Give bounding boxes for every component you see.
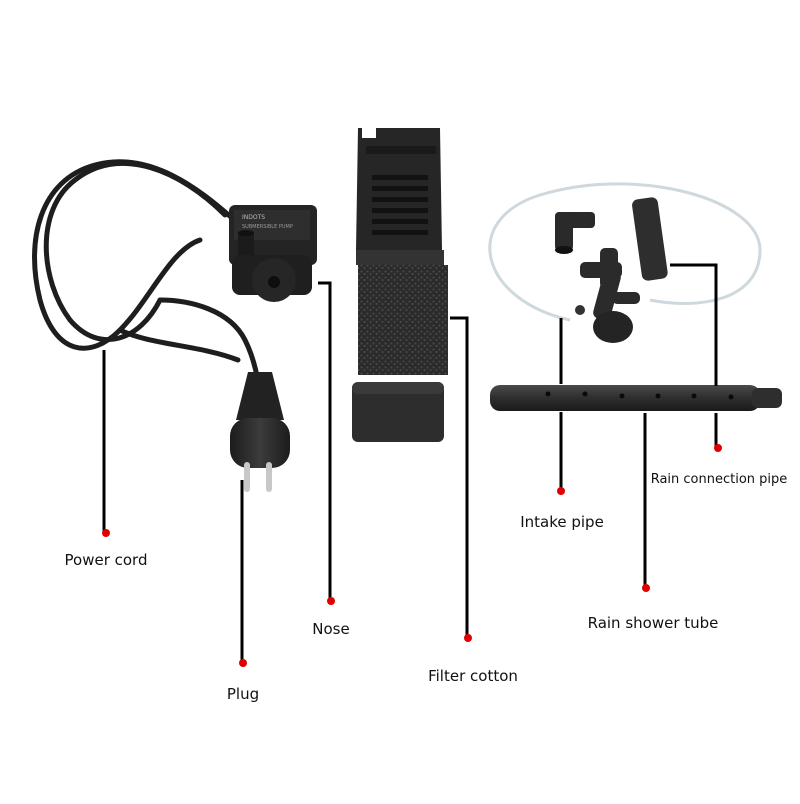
marker-dot-intake-pipe [557,487,565,495]
label-plug: Plug [226,685,260,703]
marker-dot-rain-shower-tube [642,584,650,592]
t-connector-part [575,248,640,343]
marker-dot-rain-connection-pipe [714,444,722,452]
rain-shower-tube-part [490,385,782,411]
clear-tube-part [488,182,762,322]
svg-text:SUBMERSIBLE PUMP: SUBMERSIBLE PUMP [242,224,293,230]
label-rain-connection-pipe: Rain connection pipe [650,472,788,487]
marker-dot-plug [239,659,247,667]
leader-lines [102,263,718,662]
rain-connection-pipe-part [632,197,668,281]
marker-dots [102,444,722,667]
elbow-connector-part [555,212,595,254]
label-nose: Nose [312,620,350,638]
power-cord-part [32,159,263,398]
plug-part [230,372,290,492]
marker-dot-filter-cotton [464,634,472,642]
marker-dot-nose [327,597,335,605]
pump-part: INDOTS SUBMERSIBLE PUMP [229,205,317,302]
filter-housing-part [352,128,448,442]
marker-dot-power-cord [102,529,110,537]
label-intake-pipe: Intake pipe [520,513,604,531]
label-filter-cotton: Filter cotton [428,667,518,685]
label-rain-shower-tube: Rain shower tube [587,614,719,632]
svg-text:INDOTS: INDOTS [242,214,265,221]
label-power-cord: Power cord [64,551,148,569]
